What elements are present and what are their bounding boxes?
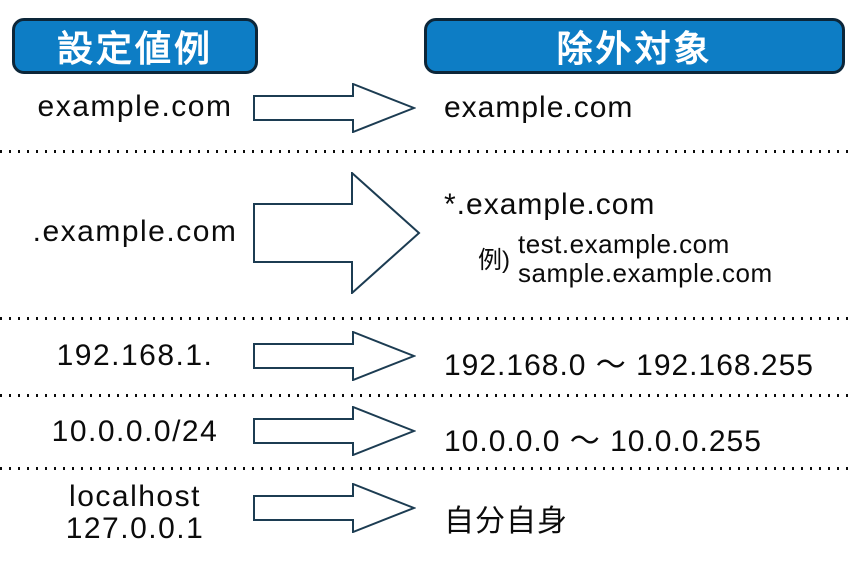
setting-cidr: 10.0.0.0/24 — [51, 415, 219, 448]
dotted-separator — [0, 317, 853, 320]
setting-localhost: localhost 127.0.0.1 — [65, 480, 205, 545]
setting-example-com: example.com — [37, 90, 233, 123]
right-arrow-icon — [253, 406, 416, 456]
setting-ip-prefix: 192.168.1. — [56, 339, 214, 372]
target-ip-range-192: 192.168.0 ～ 192.168.255 — [444, 349, 814, 382]
dotted-separator — [0, 150, 853, 153]
dotted-separator — [0, 394, 853, 397]
right-arrow-icon — [253, 483, 416, 533]
right-arrow-icon — [253, 331, 416, 381]
target-example-com: example.com — [444, 91, 634, 124]
example-prefix-label: 例) — [478, 247, 510, 274]
header-setting-example: 設定値例 — [12, 18, 258, 74]
target-wildcard-example-com: *.example.com — [444, 188, 656, 221]
header-exclusion-target-label: 除外対象 — [556, 28, 713, 69]
right-arrow-icon — [253, 83, 416, 133]
dotted-separator — [0, 467, 853, 470]
header-setting-example-label: 設定値例 — [56, 28, 213, 69]
target-self: 自分自身 — [444, 505, 568, 538]
target-ip-range-10: 10.0.0.0 ～ 10.0.0.255 — [444, 425, 762, 458]
header-exclusion-target: 除外対象 — [424, 18, 845, 74]
setting-dot-example-com: .example.com — [32, 215, 238, 248]
example-subdomain-1: test.example.com — [518, 229, 730, 259]
right-arrow-large-icon — [253, 172, 421, 294]
example-subdomain-2: sample.example.com — [518, 258, 773, 288]
